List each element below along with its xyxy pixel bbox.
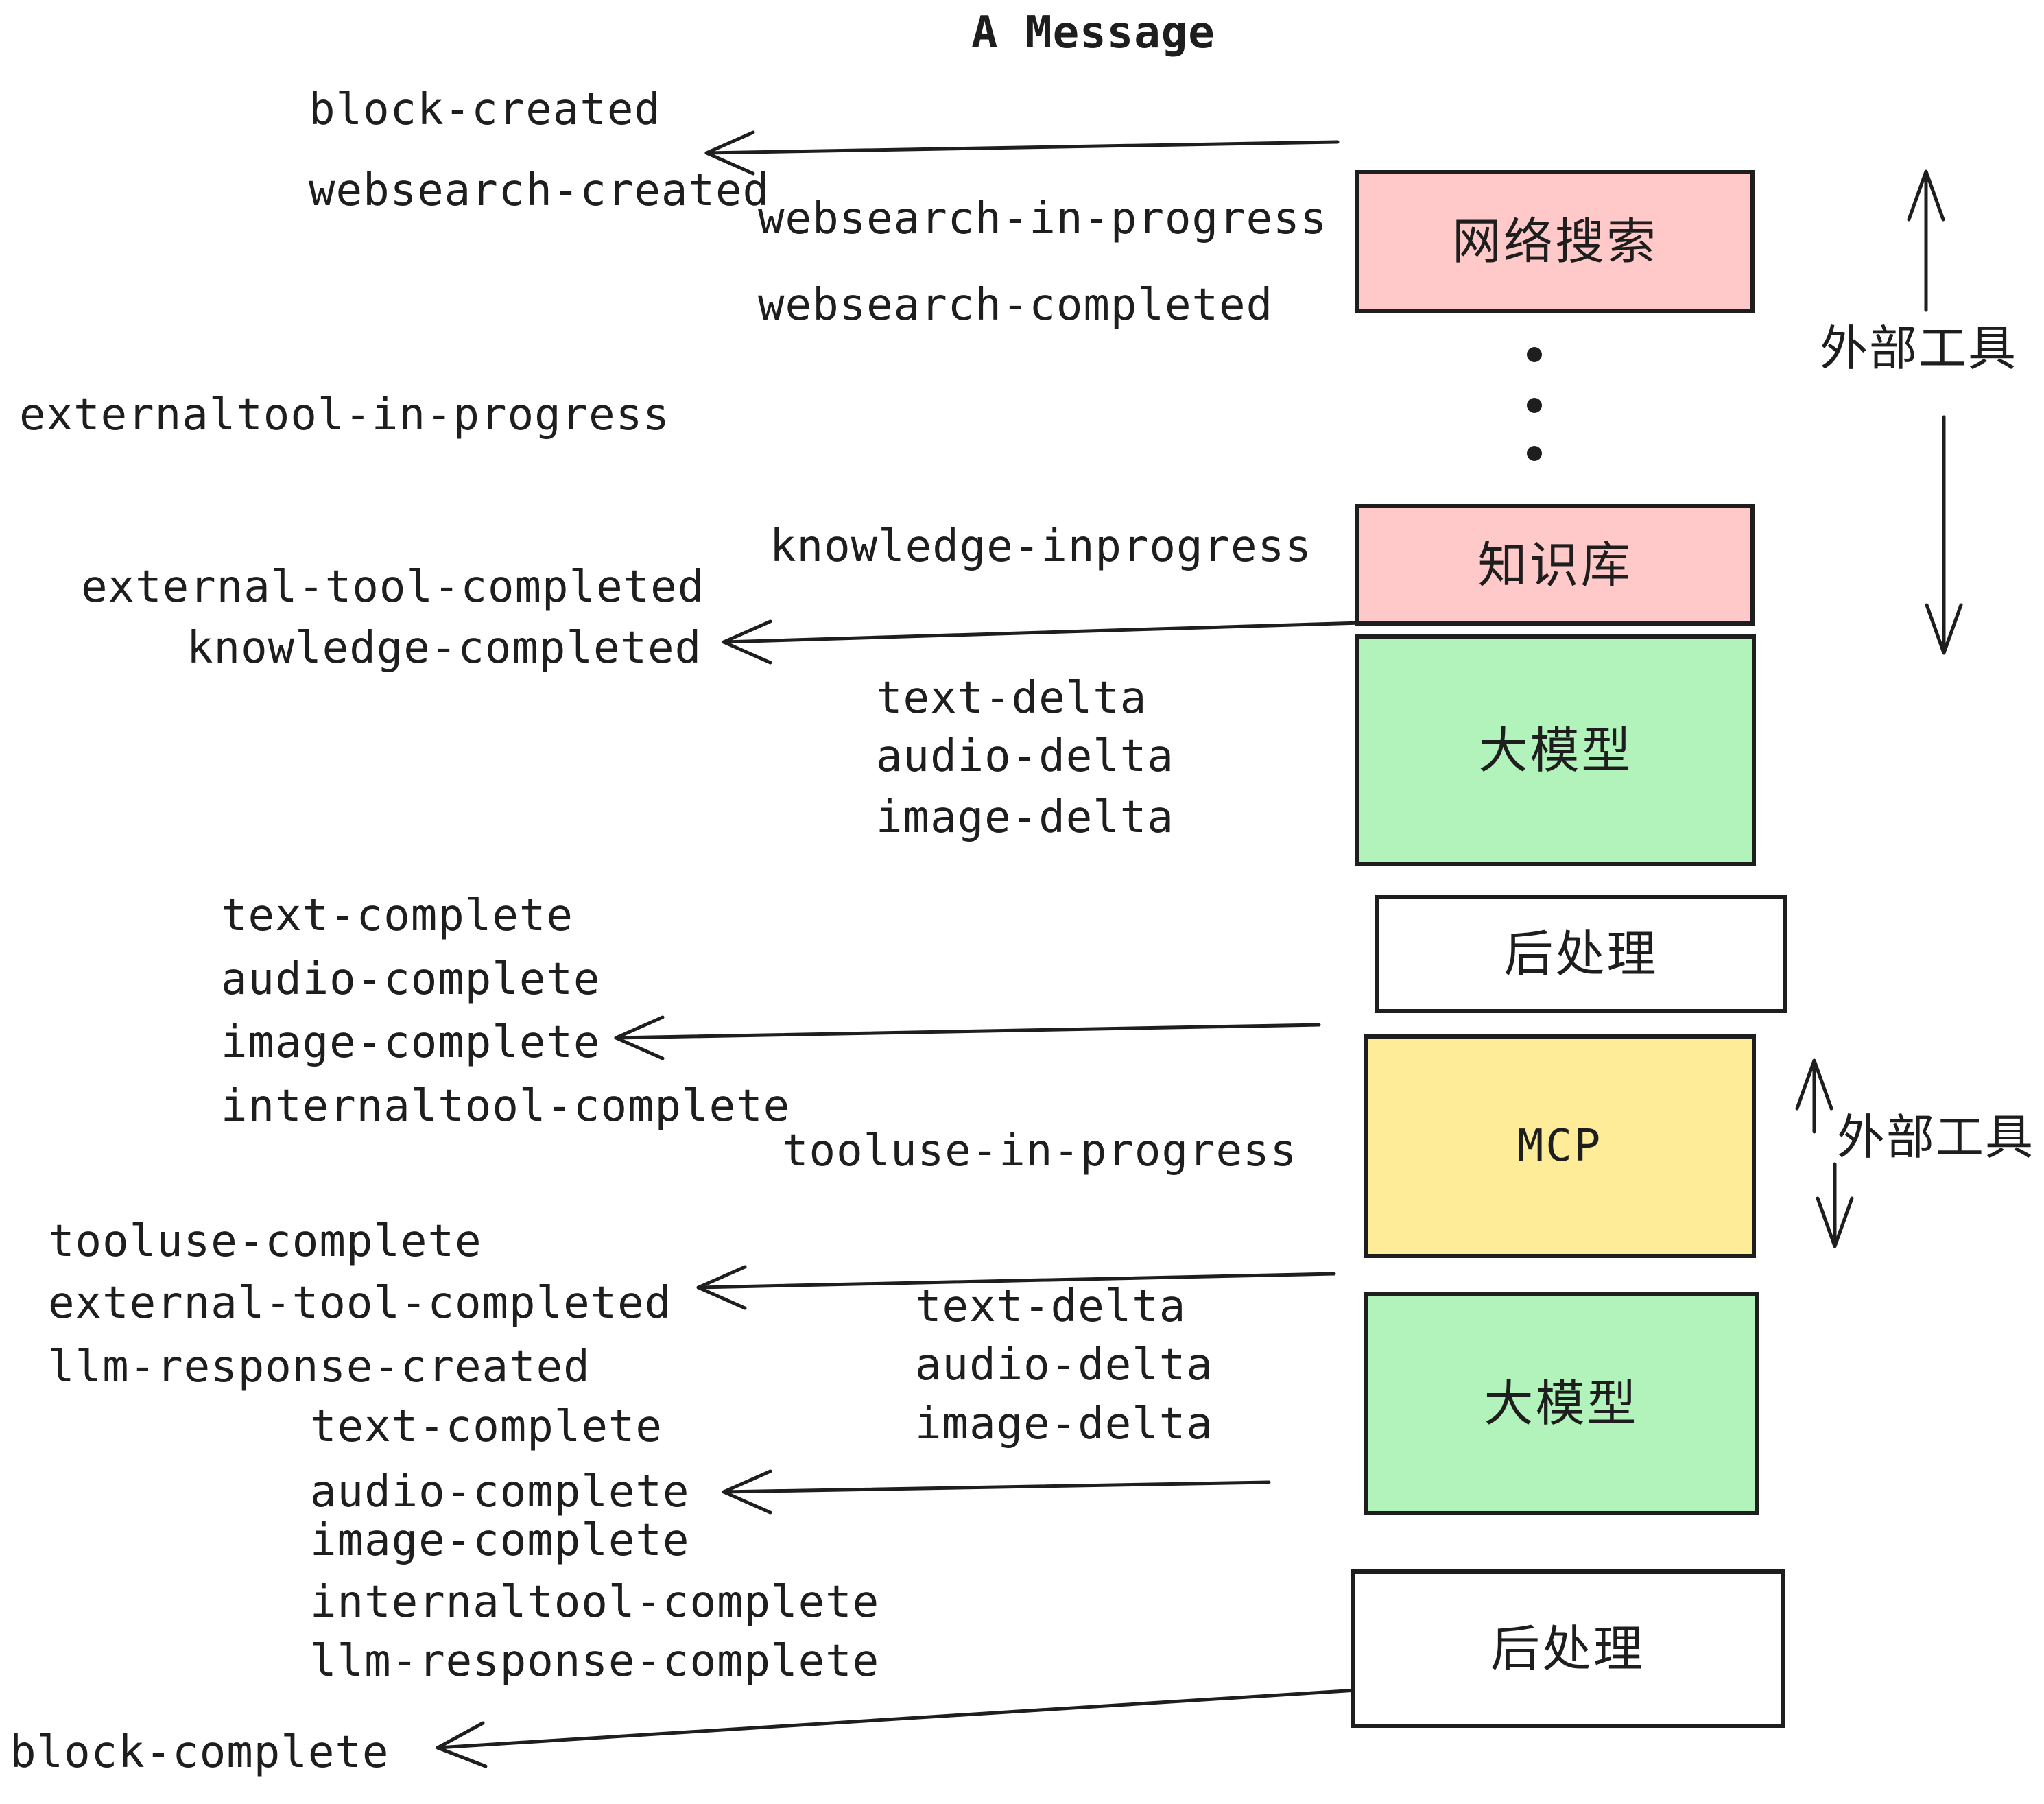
node-knowledge-base-label: 知识库	[1477, 536, 1632, 594]
event-text-complete-2: text-complete	[310, 1401, 663, 1452]
event-websearch-in-progress: websearch-in-progress	[758, 193, 1328, 244]
event-internaltool-complete-2: internaltool-complete	[310, 1577, 880, 1628]
external-tools-label-bottom: 外部工具	[1837, 1109, 2034, 1165]
diagram-title: A Message	[971, 8, 1215, 58]
event-external-tool-completed-2: external-tool-completed	[48, 1278, 672, 1329]
external-tools-up-arrow-bottom	[1795, 1058, 1833, 1134]
node-websearch-label: 网络搜索	[1451, 213, 1658, 270]
event-tooluse-complete: tooluse-complete	[48, 1216, 482, 1267]
event-audio-delta-2: audio-delta	[915, 1340, 1213, 1390]
event-image-delta-2: image-delta	[915, 1399, 1213, 1449]
node-mcp-label: MCP	[1517, 1121, 1603, 1172]
node-llm-2: 大模型	[1364, 1292, 1759, 1515]
event-audio-complete-2: audio-complete	[310, 1467, 690, 1517]
node-postprocess-1-label: 后处理	[1504, 925, 1659, 983]
event-tooluse-in-progress: tooluse-in-progress	[782, 1126, 1298, 1176]
arrow-to-tooluse-complete	[696, 1265, 1336, 1310]
node-llm-1-label: 大模型	[1478, 721, 1633, 779]
node-llm-2-label: 大模型	[1484, 1375, 1639, 1432]
event-image-complete-1: image-complete	[221, 1017, 601, 1068]
event-audio-complete-1: audio-complete	[221, 954, 601, 1005]
node-postprocess-2: 后处理	[1351, 1569, 1785, 1728]
arrow-to-audio-complete	[722, 1469, 1271, 1515]
event-block-created: block-created	[309, 84, 661, 135]
node-mcp: MCP	[1364, 1034, 1756, 1258]
arrow-to-block-created	[704, 130, 1340, 176]
event-knowledge-inprogress: knowledge-inprogress	[770, 521, 1312, 572]
event-image-complete-2: image-complete	[310, 1515, 690, 1566]
event-text-delta-2: text-delta	[915, 1281, 1187, 1332]
event-internaltool-complete-1: internaltool-complete	[221, 1081, 791, 1132]
arrow-to-knowledge-completed	[722, 619, 1364, 665]
arrow-to-block-complete	[436, 1687, 1370, 1768]
event-audio-delta-1: audio-delta	[876, 731, 1174, 782]
node-websearch: 网络搜索	[1355, 170, 1755, 313]
node-llm-1: 大模型	[1355, 634, 1756, 866]
node-postprocess-2-label: 后处理	[1490, 1619, 1645, 1678]
event-external-tool-completed-1: external-tool-completed	[81, 562, 705, 613]
node-postprocess-1: 后处理	[1375, 895, 1787, 1013]
external-tools-label-top: 外部工具	[1820, 320, 2017, 377]
external-tools-down-arrow-bottom	[1816, 1162, 1854, 1248]
vertical-ellipsis-icon	[1527, 347, 1542, 461]
event-websearch-completed: websearch-completed	[758, 280, 1274, 331]
event-block-complete: block-complete	[10, 1727, 390, 1778]
external-tools-down-arrow-top	[1925, 415, 1963, 655]
event-llm-response-complete: llm-response-complete	[310, 1636, 880, 1687]
event-text-complete-1: text-complete	[221, 890, 573, 941]
event-websearch-created: websearch-created	[309, 165, 770, 216]
external-tools-up-arrow-top	[1907, 169, 1945, 312]
event-text-delta-1: text-delta	[876, 673, 1148, 724]
event-knowledge-completed: knowledge-completed	[187, 623, 702, 674]
event-externaltool-in-progress: externaltool-in-progress	[19, 390, 670, 440]
event-llm-response-created: llm-response-created	[48, 1342, 591, 1392]
event-image-delta-1: image-delta	[876, 792, 1174, 843]
node-knowledge-base: 知识库	[1355, 504, 1755, 626]
arrow-to-image-complete	[614, 1015, 1321, 1060]
